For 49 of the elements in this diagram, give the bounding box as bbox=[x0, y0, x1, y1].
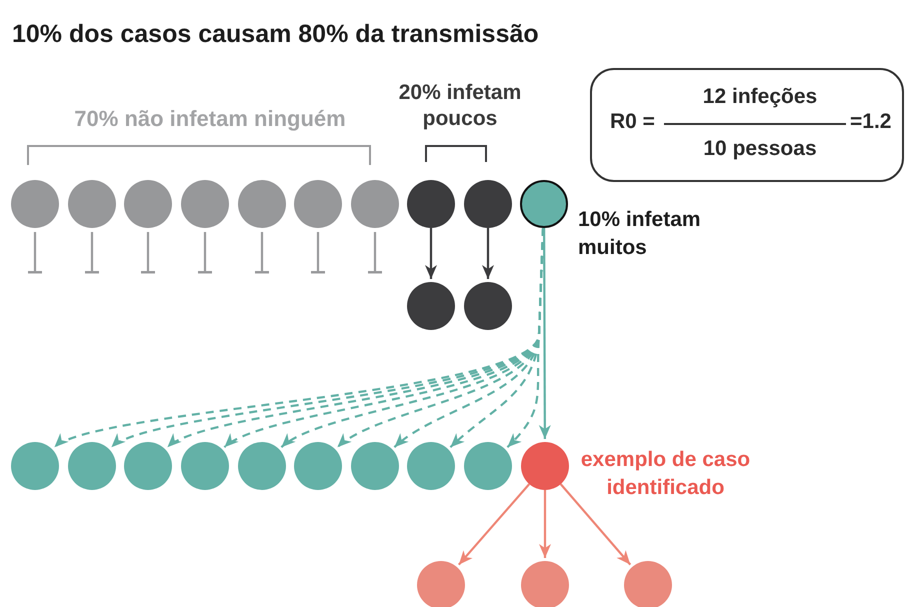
case-circle bbox=[464, 180, 512, 228]
blocked-line bbox=[198, 232, 212, 274]
case-circle bbox=[351, 442, 399, 490]
case-circle bbox=[124, 442, 172, 490]
case-circle bbox=[181, 442, 229, 490]
case-note: 10% infetam muitos bbox=[578, 207, 702, 261]
case-circle bbox=[68, 442, 116, 490]
case-circle bbox=[238, 442, 286, 490]
arrow bbox=[538, 228, 551, 439]
arrow bbox=[560, 483, 632, 566]
case-circle bbox=[294, 442, 342, 490]
case-circle bbox=[181, 180, 229, 228]
case-circle bbox=[521, 561, 569, 607]
arrow bbox=[539, 490, 551, 558]
blocked-line bbox=[255, 232, 269, 274]
case-circle bbox=[464, 442, 512, 490]
title: 10% dos casos causam 80% da transmissão bbox=[12, 20, 539, 49]
formula-text: 12 infeções bbox=[702, 84, 818, 110]
case-circle bbox=[68, 180, 116, 228]
group-label: 20% infetam poucos bbox=[398, 80, 522, 132]
blocked-line bbox=[311, 232, 325, 274]
case-circle bbox=[11, 442, 59, 490]
group-label: 70% não infetam ninguém bbox=[73, 106, 347, 132]
dashed-arrow bbox=[506, 228, 544, 448]
blocked-line bbox=[368, 232, 382, 274]
case-circle bbox=[238, 180, 286, 228]
case-circle bbox=[11, 180, 59, 228]
formula-text: =1.2 bbox=[850, 109, 892, 135]
case-note: exemplo de caso identificado bbox=[580, 447, 752, 501]
formula-text: 10 pessoas bbox=[702, 136, 818, 162]
arrow bbox=[458, 483, 530, 566]
case-circle bbox=[464, 282, 512, 330]
case-circle bbox=[521, 442, 569, 490]
formula-text: R0 = bbox=[610, 109, 656, 135]
case-circle bbox=[520, 180, 568, 228]
case-circle bbox=[624, 561, 672, 607]
arrow bbox=[482, 228, 494, 279]
case-circle bbox=[407, 442, 455, 490]
case-circle bbox=[351, 180, 399, 228]
case-circle bbox=[124, 180, 172, 228]
blocked-line bbox=[141, 232, 155, 274]
case-circle bbox=[407, 282, 455, 330]
blocked-line bbox=[28, 232, 42, 274]
blocked-line bbox=[85, 232, 99, 274]
formula-card bbox=[590, 68, 904, 182]
arrow bbox=[425, 228, 437, 279]
case-circle bbox=[407, 180, 455, 228]
case-circle bbox=[417, 561, 465, 607]
case-circle bbox=[294, 180, 342, 228]
